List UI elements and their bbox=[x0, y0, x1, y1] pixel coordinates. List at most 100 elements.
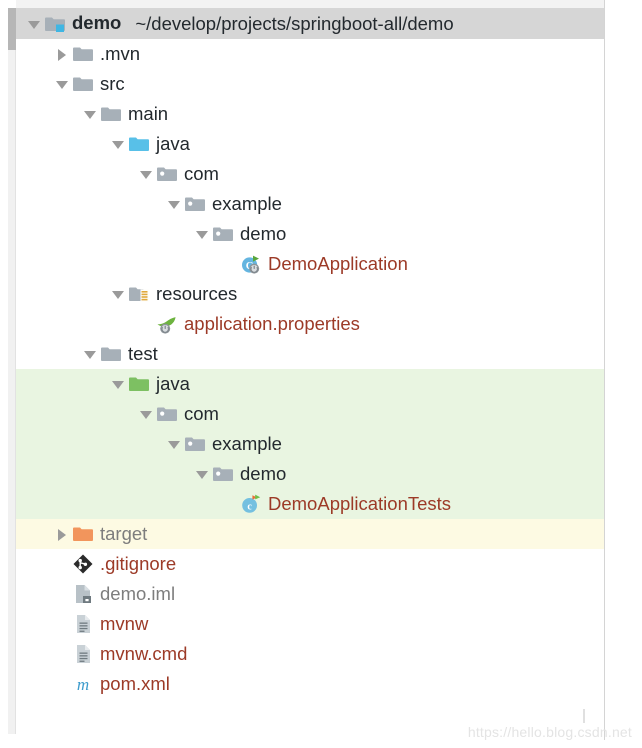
test-class-icon: c bbox=[240, 493, 262, 515]
package-icon bbox=[156, 403, 178, 425]
tree-row-label: .gitignore bbox=[100, 552, 177, 574]
tree-row[interactable]: demo bbox=[16, 219, 604, 249]
spring-leaf-icon bbox=[156, 313, 178, 335]
vertical-scrollbar-track[interactable] bbox=[8, 8, 16, 734]
tree-twisty-collapsed[interactable] bbox=[54, 526, 70, 542]
tree-twisty-expanded[interactable] bbox=[110, 286, 126, 302]
tree-twisty-expanded[interactable] bbox=[110, 376, 126, 392]
tree-twisty-none bbox=[54, 676, 70, 692]
tree-row[interactable]: com bbox=[16, 399, 604, 429]
test-root-icon bbox=[128, 373, 150, 395]
tree-twisty-expanded[interactable] bbox=[82, 106, 98, 122]
tree-twisty-expanded[interactable] bbox=[194, 466, 210, 482]
tree-twisty-none bbox=[138, 316, 154, 332]
tree-row-label: test bbox=[128, 342, 158, 364]
project-folder-icon bbox=[44, 13, 66, 35]
tree-row-label: java bbox=[156, 132, 190, 154]
tree-row[interactable]: com bbox=[16, 159, 604, 189]
folder-icon bbox=[100, 343, 122, 365]
tree-row[interactable]: .gitignore bbox=[16, 549, 604, 579]
watermark-text: https://hello.blog.csdn.net bbox=[467, 724, 632, 740]
tree-row-label: mvnw.cmd bbox=[100, 642, 188, 664]
tree-row[interactable]: mvnw.cmd bbox=[16, 639, 604, 669]
tree-row[interactable]: mvnw bbox=[16, 609, 604, 639]
tree-twisty-expanded[interactable] bbox=[194, 226, 210, 242]
tree-row[interactable]: java bbox=[16, 129, 604, 159]
tree-row-label: mvnw bbox=[100, 612, 149, 634]
excluded-folder-icon bbox=[72, 523, 94, 545]
svg-text:c: c bbox=[247, 501, 252, 512]
spring-boot-class-icon: C bbox=[240, 253, 262, 275]
package-icon bbox=[212, 223, 234, 245]
git-icon bbox=[72, 553, 94, 575]
tree-row[interactable]: java bbox=[16, 369, 604, 399]
tree-row-label: demo.iml bbox=[100, 582, 176, 604]
folder-icon bbox=[100, 103, 122, 125]
tree-row-label: demo bbox=[240, 462, 287, 484]
tree-row[interactable]: c DemoApplicationTests bbox=[16, 489, 604, 519]
tree-row[interactable]: m pom.xml bbox=[16, 669, 604, 699]
panel-right-border bbox=[604, 0, 605, 740]
tree-row-label: com bbox=[184, 402, 219, 424]
tree-row[interactable]: demo.iml bbox=[16, 579, 604, 609]
tree-row-label: src bbox=[100, 72, 125, 94]
tree-twisty-expanded[interactable] bbox=[138, 166, 154, 182]
tree-row-label: demo bbox=[72, 12, 122, 34]
resources-folder-icon bbox=[128, 283, 150, 305]
tree-twisty-none bbox=[54, 646, 70, 662]
tree-row[interactable]: example bbox=[16, 429, 604, 459]
panel-top-strip bbox=[16, 0, 604, 8]
module-file-icon bbox=[72, 583, 94, 605]
tree-row-label: demo bbox=[240, 222, 287, 244]
tree-row-label: resources bbox=[156, 282, 238, 304]
tree-twisty-expanded[interactable] bbox=[166, 436, 182, 452]
project-path-label: ~/develop/projects/springboot-all/demo bbox=[135, 12, 454, 34]
tree-row[interactable]: demo bbox=[16, 459, 604, 489]
tree-row[interactable]: resources bbox=[16, 279, 604, 309]
project-file-tree: demo ~/develop/projects/springboot-all/de… bbox=[16, 8, 604, 699]
text-file-icon bbox=[72, 643, 94, 665]
tree-row-label: example bbox=[212, 192, 282, 214]
watermark-caret bbox=[583, 709, 585, 723]
tree-row[interactable]: target bbox=[16, 519, 604, 549]
tree-twisty-none bbox=[54, 556, 70, 572]
package-icon bbox=[156, 163, 178, 185]
tree-twisty-none bbox=[222, 256, 238, 272]
tree-row[interactable]: .mvn bbox=[16, 39, 604, 69]
tree-twisty-collapsed[interactable] bbox=[54, 46, 70, 62]
tree-row[interactable]: src bbox=[16, 69, 604, 99]
package-icon bbox=[184, 433, 206, 455]
tree-row-label: DemoApplicationTests bbox=[268, 492, 452, 514]
tree-twisty-expanded[interactable] bbox=[54, 76, 70, 92]
folder-icon bbox=[72, 43, 94, 65]
tree-row-label: main bbox=[128, 102, 169, 124]
tree-row-label: pom.xml bbox=[100, 672, 170, 694]
source-root-icon bbox=[128, 133, 150, 155]
tree-twisty-expanded[interactable] bbox=[138, 406, 154, 422]
tree-row[interactable]: main bbox=[16, 99, 604, 129]
package-icon bbox=[184, 193, 206, 215]
tree-row-label: com bbox=[184, 162, 219, 184]
folder-icon bbox=[72, 73, 94, 95]
tree-row-label: java bbox=[156, 372, 190, 394]
tree-twisty-none bbox=[222, 496, 238, 512]
tree-twisty-none bbox=[54, 616, 70, 632]
tree-twisty-expanded[interactable] bbox=[82, 346, 98, 362]
tree-twisty-expanded[interactable] bbox=[26, 16, 42, 32]
svg-text:m: m bbox=[77, 675, 89, 694]
tree-row[interactable]: example bbox=[16, 189, 604, 219]
svg-text:C: C bbox=[246, 261, 254, 272]
tree-twisty-expanded[interactable] bbox=[110, 136, 126, 152]
vertical-scrollbar-thumb[interactable] bbox=[8, 8, 16, 50]
tree-row-project-root[interactable]: demo ~/develop/projects/springboot-all/de… bbox=[16, 8, 604, 39]
tree-row[interactable]: application.properties bbox=[16, 309, 604, 339]
tree-twisty-expanded[interactable] bbox=[166, 196, 182, 212]
tree-row-label: example bbox=[212, 432, 282, 454]
tree-row-label: application.properties bbox=[184, 312, 360, 334]
tree-row[interactable]: test bbox=[16, 339, 604, 369]
package-icon bbox=[212, 463, 234, 485]
tree-row-label: target bbox=[100, 522, 148, 544]
tree-twisty-none bbox=[54, 586, 70, 602]
